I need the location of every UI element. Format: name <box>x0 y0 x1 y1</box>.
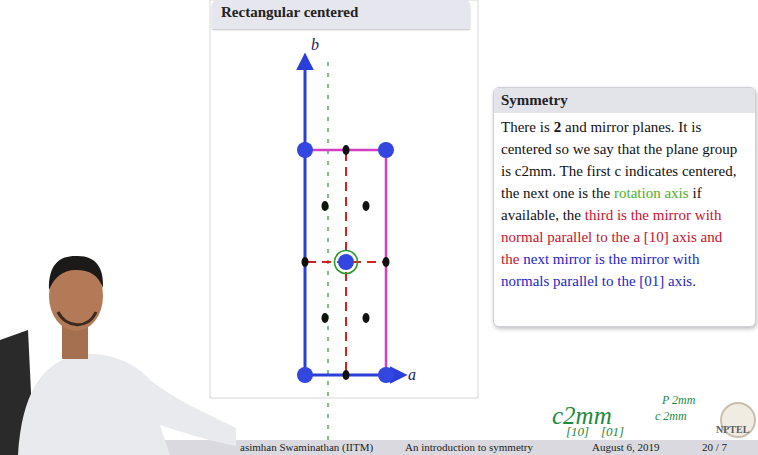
lattice-point <box>378 367 394 383</box>
diagram-panel <box>210 0 478 398</box>
body-text: There is <box>501 119 550 135</box>
glide-line <box>327 62 328 440</box>
presenter <box>0 256 236 455</box>
twofold-symbols <box>302 145 390 380</box>
footer-text: August 6, 2019 <box>592 441 660 453</box>
twofold-symbol <box>322 201 329 211</box>
twofold-symbol <box>343 370 350 380</box>
twofold-symbol <box>343 145 350 155</box>
twofold-symbol <box>363 201 370 211</box>
footer-text: 20 / 7 <box>702 441 727 453</box>
shirt <box>18 354 236 455</box>
lattice-point <box>378 142 394 158</box>
symmetry-box: SymmetryThere is2and mirror planes. It i… <box>493 87 756 327</box>
twofold-symbol <box>363 313 370 323</box>
twofold-symbol <box>302 257 309 267</box>
lattice-points <box>297 142 394 383</box>
hair <box>49 256 103 290</box>
lattice-point <box>338 254 354 270</box>
title-box: Rectangular centered <box>212 0 470 29</box>
handwritten-note: P 2mm <box>662 394 695 407</box>
axis-label: b <box>311 36 319 54</box>
body-text: next mirror is the mirror with normals p… <box>501 251 699 289</box>
b-axis <box>304 56 307 375</box>
footer-text: An introduction to symmetry <box>405 441 533 453</box>
lattice-point <box>297 142 313 158</box>
handwritten-note: [01] <box>601 425 624 439</box>
box-body: There is2and mirror planes. It is center… <box>494 113 755 298</box>
handwritten-note: c 2mm <box>655 410 687 423</box>
box-heading: Symmetry <box>494 88 755 113</box>
body-text: rotation axis <box>614 185 689 201</box>
lattice-point <box>297 367 313 383</box>
logo-text: NPTEL <box>716 424 749 435</box>
body-text: 2 <box>554 119 562 135</box>
beard <box>58 312 96 325</box>
handwritten-note: [10] <box>566 425 589 439</box>
twofold-symbol <box>322 313 329 323</box>
rotation-ring <box>335 251 358 274</box>
twofold-symbol <box>383 257 390 267</box>
axis-label: a <box>408 366 416 384</box>
box-heading: Rectangular centered <box>212 0 470 25</box>
footer-text: asimhan Swaminathan (IITM) <box>240 441 373 453</box>
